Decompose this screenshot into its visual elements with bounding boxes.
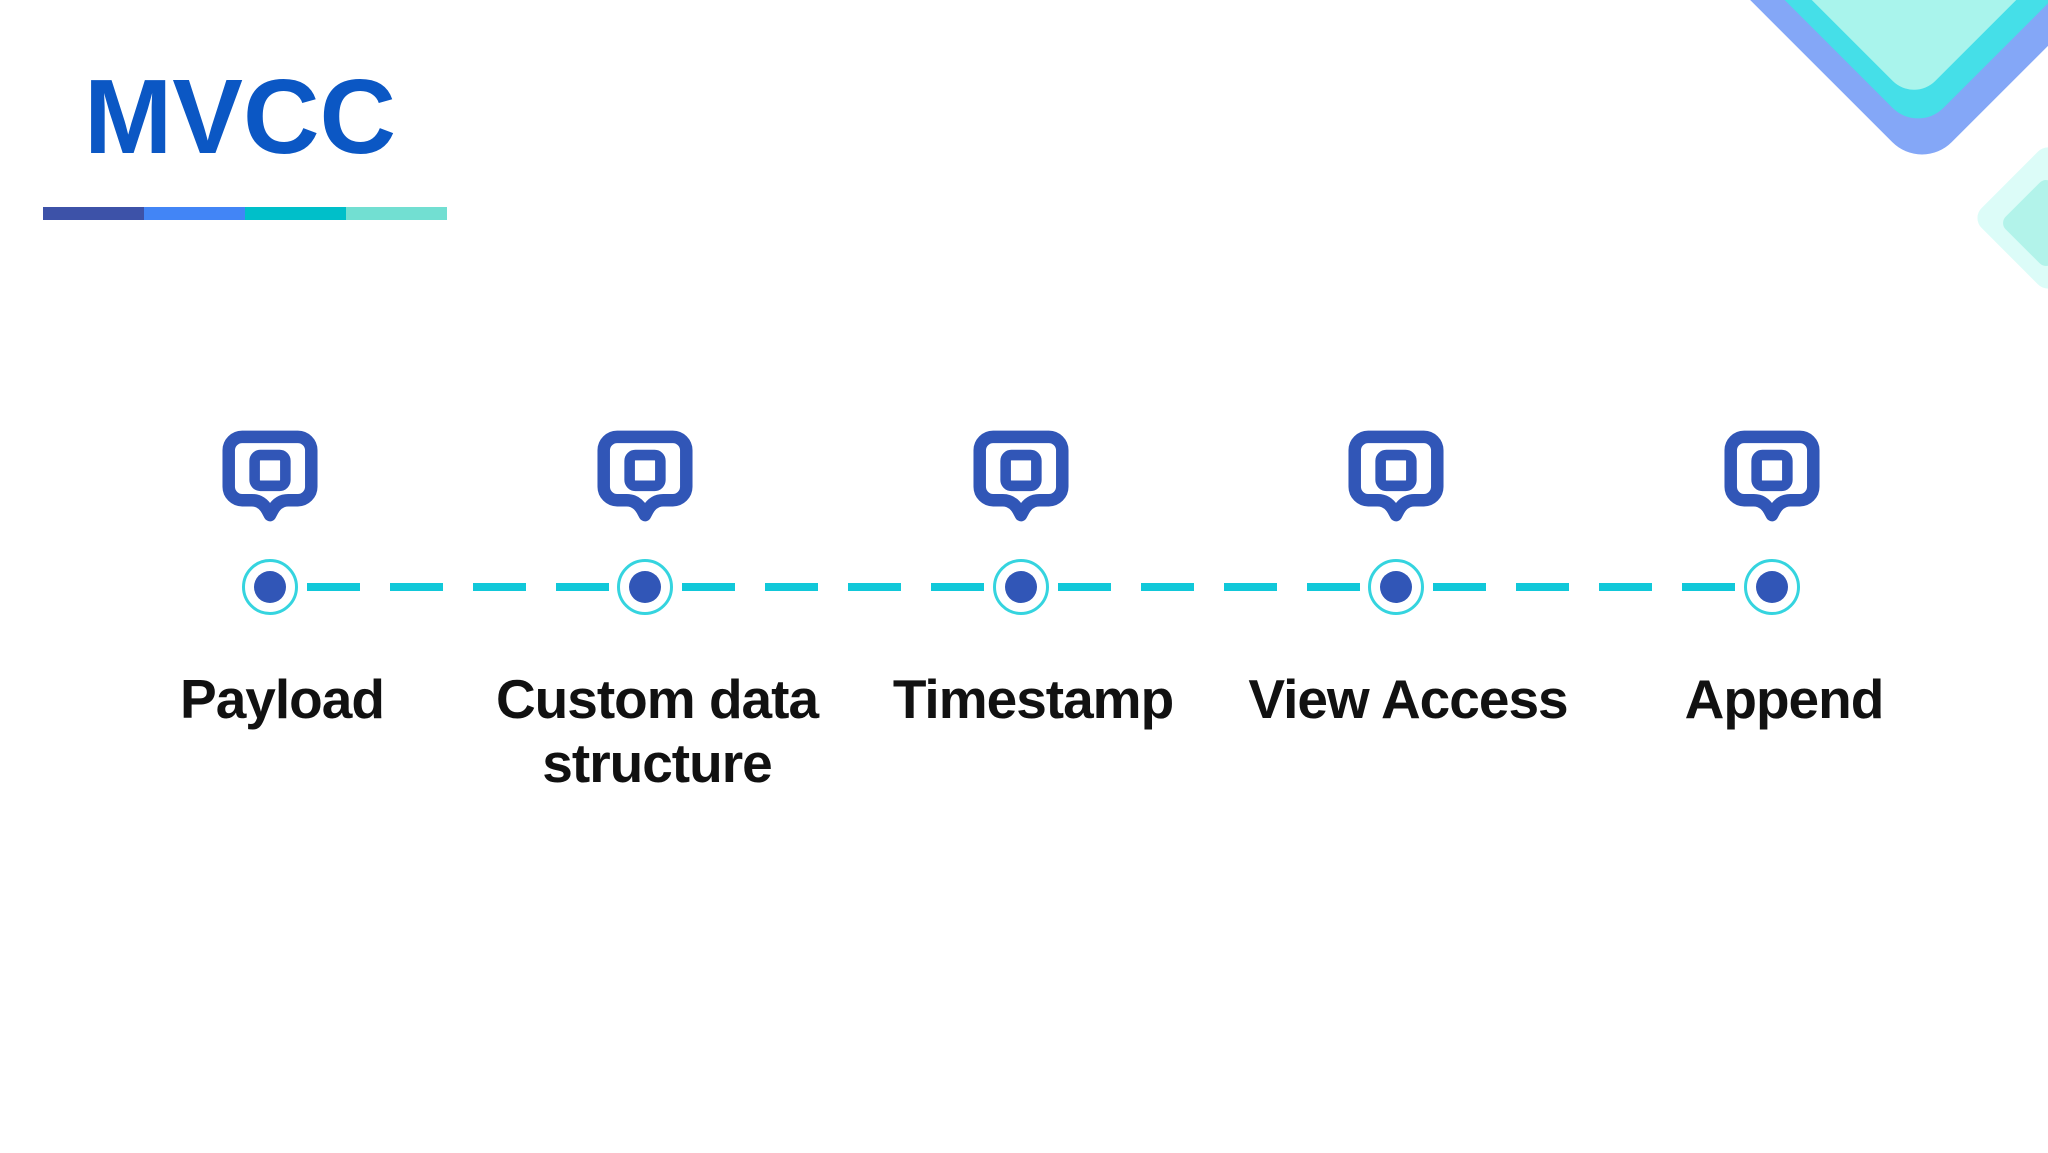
node-dot-icon — [1380, 571, 1412, 603]
timeline-item-custom-data-structure: Custom data structure — [454, 430, 836, 830]
timeline-node — [1368, 559, 1424, 615]
node-dot-icon — [629, 571, 661, 603]
timeline-label: Custom data structure — [495, 668, 819, 794]
node-dot-icon — [1756, 571, 1788, 603]
timeline-node — [242, 559, 298, 615]
timeline-node — [1744, 559, 1800, 615]
accent-bar-segment-2 — [144, 207, 245, 220]
timeline-item-timestamp: Timestamp — [830, 430, 1212, 830]
accent-bar-segment-1 — [43, 207, 144, 220]
timeline-label: View Access — [1248, 668, 1568, 730]
timeline-item-append: Append — [1581, 430, 1963, 830]
timeline-dashed-connector — [1433, 583, 1735, 591]
accent-bar-segment-3 — [245, 207, 346, 220]
timeline-item-view-access: View Access — [1205, 430, 1587, 830]
timeline-dashed-connector — [1058, 583, 1360, 591]
timeline-label: Payload — [180, 668, 385, 730]
timeline-item-payload: Payload — [79, 430, 461, 830]
timeline-label: Timestamp — [892, 668, 1174, 730]
map-pin-square-icon — [222, 430, 318, 522]
map-pin-square-icon — [1724, 430, 1820, 522]
node-dot-icon — [254, 571, 286, 603]
timeline-dashed-connector — [682, 583, 984, 591]
accent-bar-segment-4 — [346, 207, 447, 220]
timeline-node — [617, 559, 673, 615]
map-pin-square-icon — [1348, 430, 1444, 522]
timeline-node — [993, 559, 1049, 615]
map-pin-square-icon — [973, 430, 1069, 522]
node-dot-icon — [1005, 571, 1037, 603]
timeline-label: Append — [1684, 668, 1885, 730]
map-pin-square-icon — [597, 430, 693, 522]
page-title: MVCC — [84, 58, 397, 176]
timeline-dashed-connector — [307, 583, 609, 591]
title-accent-bar — [43, 207, 447, 220]
